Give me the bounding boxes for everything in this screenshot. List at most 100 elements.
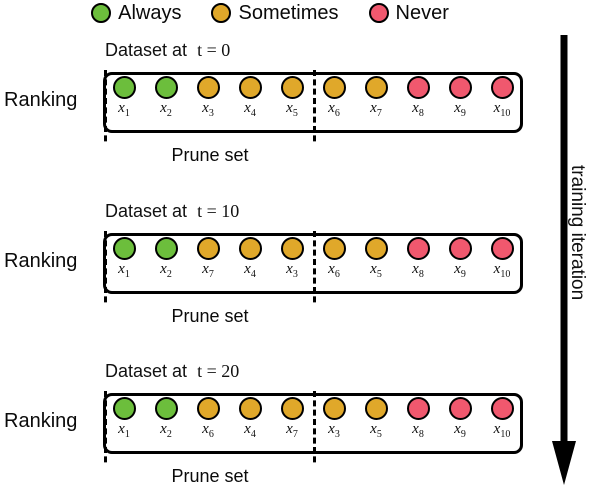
example-label-base: x [370, 261, 377, 277]
example-label-index: 9 [460, 429, 466, 440]
example-label: x10 [494, 422, 511, 440]
circle-icon [448, 397, 472, 420]
ranking-cell[interactable]: x4 [229, 72, 271, 133]
example-label: x4 [244, 101, 256, 119]
ranking-cell[interactable]: x4 [229, 393, 271, 454]
example-label: x4 [244, 422, 256, 440]
example-label-index: 2 [166, 108, 172, 119]
example-label-base: x [244, 261, 251, 277]
circle-icon [196, 76, 220, 99]
example-label: x1 [118, 262, 130, 280]
example-label-base: x [328, 421, 335, 437]
ranking-cell[interactable]: x4 [229, 233, 271, 294]
ranking-cell[interactable]: x7 [271, 393, 313, 454]
example-label-base: x [493, 261, 501, 277]
circle-icon [280, 76, 304, 99]
legend-label: Always [118, 2, 182, 24]
ranking-cell[interactable]: x8 [397, 233, 439, 294]
example-label: x3 [328, 422, 340, 440]
ranking-cell[interactable]: x3 [271, 233, 313, 294]
example-label-index: 10 [500, 108, 511, 119]
ranking-cell[interactable]: x8 [397, 393, 439, 454]
ranking-cell[interactable]: x1 [103, 233, 145, 294]
circle-icon [490, 76, 514, 99]
example-label-base: x [160, 261, 167, 277]
prune-boundary-right [313, 231, 316, 321]
example-label-base: x [244, 421, 251, 437]
example-label-base: x [118, 261, 125, 277]
ranking-cell[interactable]: x8 [397, 72, 439, 133]
ranking-cell[interactable]: x7 [355, 72, 397, 133]
circle-icon [364, 76, 388, 99]
example-label-index: 9 [460, 269, 466, 280]
example-label-base: x [454, 261, 461, 277]
example-label-index: 4 [250, 269, 256, 280]
ranking-cell[interactable]: x2 [145, 233, 187, 294]
prune-boundary-left [104, 391, 107, 481]
ranking-cell[interactable]: x5 [355, 233, 397, 294]
ranking-cell[interactable]: x10 [481, 393, 523, 454]
example-label-index: 6 [334, 269, 340, 280]
example-label-base: x [286, 421, 293, 437]
example-label-index: 9 [460, 108, 466, 119]
ranking-cell[interactable]: x6 [313, 72, 355, 133]
example-label-base: x [454, 421, 461, 437]
example-label-index: 10 [500, 269, 511, 280]
example-label-base: x [286, 100, 293, 116]
example-label-base: x [160, 100, 167, 116]
example-label-index: 3 [292, 269, 298, 280]
ranking-cell[interactable]: x10 [481, 233, 523, 294]
example-label-base: x [244, 100, 251, 116]
circle-icon [406, 76, 430, 99]
example-label-index: 5 [376, 429, 382, 440]
ranking-cell[interactable]: x5 [271, 72, 313, 133]
circle-icon [490, 397, 514, 420]
ranking-cell[interactable]: x3 [313, 393, 355, 454]
circle-icon [238, 237, 262, 260]
example-label-base: x [412, 421, 419, 437]
ranking-cell[interactable]: x9 [439, 233, 481, 294]
example-label-index: 8 [418, 108, 424, 119]
ranking-cell[interactable]: x7 [187, 233, 229, 294]
example-label: x3 [202, 101, 214, 119]
example-label: x1 [118, 101, 130, 119]
example-label-index: 10 [500, 429, 511, 440]
ranking-label: Ranking [4, 89, 78, 111]
example-label: x7 [202, 262, 214, 280]
example-label-index: 7 [376, 108, 382, 119]
example-label: x10 [494, 262, 511, 280]
ranking-cell[interactable]: x10 [481, 72, 523, 133]
circle-icon [448, 237, 472, 260]
ranking-cell[interactable]: x2 [145, 393, 187, 454]
example-label-base: x [160, 421, 167, 437]
ranking-cell[interactable]: x6 [187, 393, 229, 454]
prune-set-annotation: Prune set [104, 304, 316, 328]
circle-icon [112, 397, 136, 420]
ranking-cell[interactable]: x2 [145, 72, 187, 133]
ranking-cell[interactable]: x9 [439, 72, 481, 133]
ranking-cell[interactable]: x1 [103, 72, 145, 133]
ranking-cell[interactable]: x5 [355, 393, 397, 454]
ranking-cell[interactable]: x1 [103, 393, 145, 454]
example-label-base: x [412, 100, 419, 116]
example-label: x9 [454, 101, 466, 119]
prune-set-label: Prune set [104, 464, 316, 488]
example-label: x5 [370, 262, 382, 280]
ranking-cell[interactable]: x9 [439, 393, 481, 454]
example-label-index: 7 [292, 429, 298, 440]
example-label-index: 2 [166, 429, 172, 440]
prune-boundary-left [104, 231, 107, 321]
example-label-index: 8 [418, 429, 424, 440]
ranking-cell[interactable]: x3 [187, 72, 229, 133]
block-title-math: t = 0 [197, 40, 231, 60]
ranking-label: Ranking [4, 410, 78, 432]
ranking-cell[interactable]: x6 [313, 233, 355, 294]
block-title: Dataset at t = 20 [105, 361, 239, 382]
example-label-index: 5 [292, 108, 298, 119]
example-label-base: x [202, 100, 209, 116]
example-label: x7 [286, 422, 298, 440]
